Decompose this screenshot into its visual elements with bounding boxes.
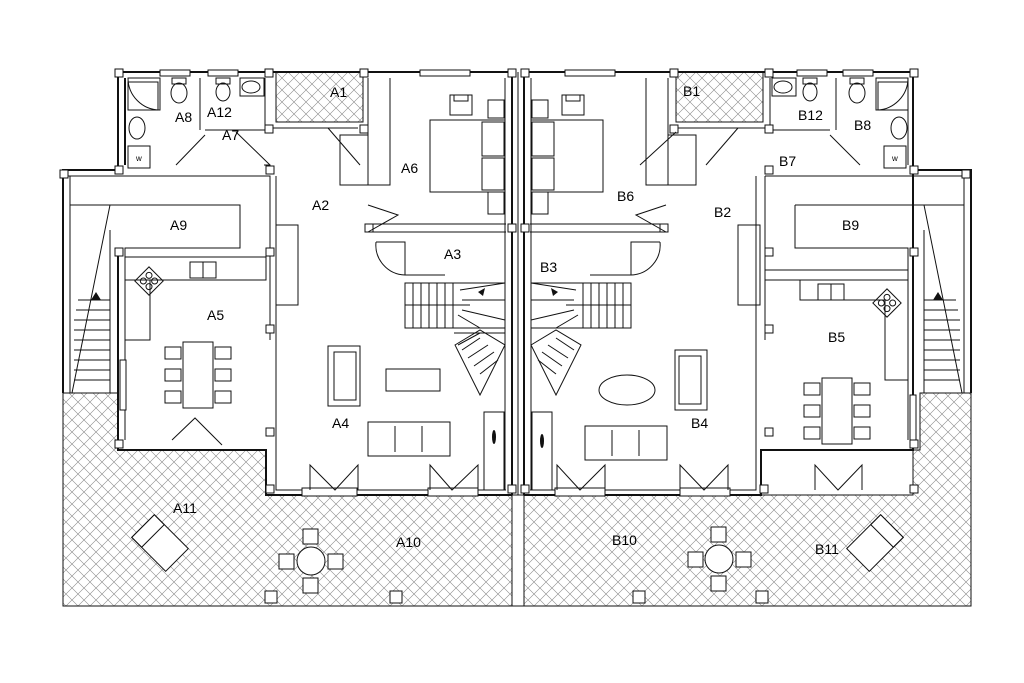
party-wall — [511, 72, 525, 607]
terrace-b — [523, 392, 972, 607]
room-label-a2: A2 — [312, 197, 329, 213]
living-a-furniture — [327, 345, 505, 491]
room-label-b10: B10 — [612, 532, 637, 548]
kitchen-a — [125, 224, 299, 341]
external-stair-b — [923, 204, 964, 394]
columns — [59, 68, 971, 604]
room-label-b5: B5 — [828, 329, 845, 345]
room-label-b3: B3 — [540, 259, 557, 275]
room-label-b12: B12 — [798, 107, 823, 123]
room-label-a8: A8 — [175, 109, 192, 125]
bedroom-a-furniture — [339, 78, 506, 215]
room-label-b2: B2 — [714, 204, 731, 220]
lounge-chair-b — [846, 514, 904, 572]
room-label-b6: B6 — [617, 188, 634, 204]
room-label-b7: B7 — [779, 153, 796, 169]
room-label-b9: B9 — [842, 217, 859, 233]
windows-unit-a — [119, 69, 479, 497]
living-b-furniture — [531, 349, 708, 491]
room-labels: A1 A2 A3 A4 A5 A6 A7 A8 A9 A10 A11 A12 B… — [170, 83, 871, 557]
patio-table-b — [687, 526, 752, 592]
washer-label-b: w — [891, 154, 898, 163]
terrace-a — [62, 392, 513, 607]
room-label-a3: A3 — [444, 246, 461, 262]
internal-stair-b — [530, 282, 632, 397]
washer-label-a: w — [135, 154, 142, 163]
room-label-b4: B4 — [691, 415, 708, 431]
room-label-a6: A6 — [401, 160, 418, 176]
room-label-a1: A1 — [330, 84, 347, 100]
lounge-chair-a — [131, 514, 189, 572]
patio-table-a — [278, 528, 344, 594]
room-label-a7: A7 — [222, 127, 239, 143]
bedroom-b-furniture — [530, 78, 697, 215]
bathroom-a: w — [127, 77, 265, 169]
dining-a — [164, 341, 232, 409]
kitchen-b — [737, 224, 909, 381]
room-label-a10: A10 — [396, 534, 421, 550]
room-label-a12: A12 — [207, 104, 232, 120]
room-label-a9: A9 — [170, 217, 187, 233]
room-label-a11: A11 — [173, 500, 197, 516]
doors — [171, 127, 863, 491]
room-label-b11: B11 — [815, 541, 839, 557]
room-label-b8: B8 — [854, 117, 871, 133]
internal-stair-a — [404, 282, 506, 397]
room-label-b1: B1 — [683, 83, 700, 99]
dining-b — [803, 377, 871, 445]
bathroom-b: w — [771, 77, 909, 169]
windows-unit-b — [554, 69, 917, 497]
room-label-a5: A5 — [207, 307, 224, 323]
room-label-a4: A4 — [332, 415, 349, 431]
balcony-b1 — [675, 71, 764, 123]
external-stair-a — [70, 204, 111, 394]
balcony-a1 — [275, 71, 364, 123]
